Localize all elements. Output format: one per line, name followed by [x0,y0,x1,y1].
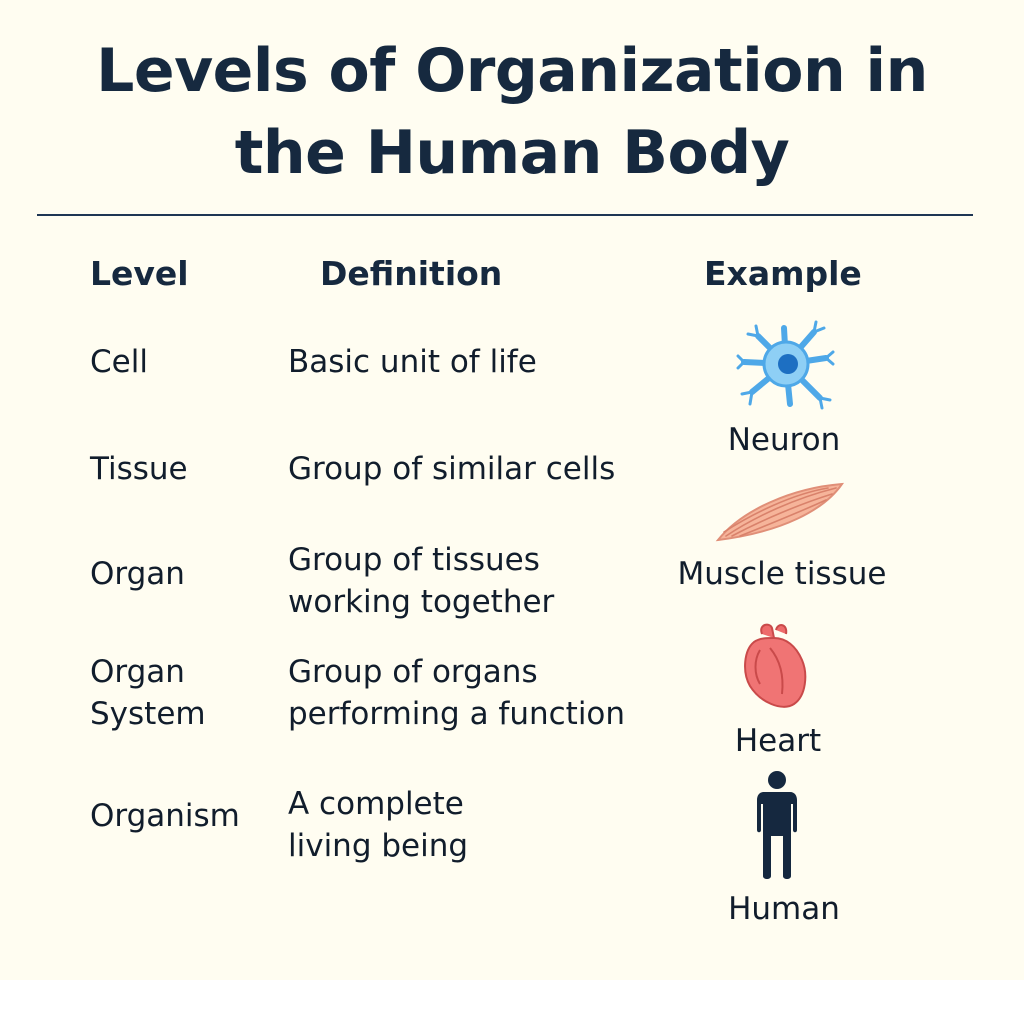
level-organ-system-line-2: System [90,696,206,732]
muscle-tissue-icon [715,482,845,542]
level-organ-system: Organ System [90,651,206,735]
definition-organism: A complete living being [288,783,468,867]
header-example: Example [704,254,862,293]
header-level: Level [90,254,189,293]
bottom-margin [0,980,1024,1024]
definition-cell: Basic unit of life [288,341,537,383]
definition-organ-system-line-1: Group of organs [288,654,538,690]
definition-organ-system: Group of organs performing a function [288,651,625,735]
definition-organ-line-2: working together [288,584,555,620]
title-line-1: Levels of Organization in [96,36,928,106]
title-divider [37,214,973,216]
level-organ-system-line-1: Organ [90,654,185,690]
definition-organ: Group of tissues working together [288,539,554,623]
level-organ: Organ [90,556,185,592]
example-heart-label: Heart [734,723,822,759]
definition-organ-line-1: Group of tissues [288,542,540,578]
example-neuron-label: Neuron [727,422,841,458]
example-muscle-tissue-label: Muscle tissue [677,556,887,592]
definition-tissue: Group of similar cells [288,448,615,490]
title-line-2: the Human Body [234,118,790,188]
definition-organism-line-1: A complete [288,786,464,822]
definition-organ-system-line-2: performing a function [288,696,626,732]
example-human-label: Human [728,891,840,927]
neuron-icon [736,320,835,410]
page-title: Levels of Organization in the Human Body [0,30,1024,194]
definition-tissue-line-1: Group of similar cells [288,451,616,487]
level-cell: Cell [90,344,148,380]
definition-cell-line-1: Basic unit of life [288,344,537,380]
level-tissue: Tissue [90,451,188,487]
human-silhouette-icon [757,771,797,879]
definition-organism-line-2: living being [288,828,469,864]
level-organism: Organism [90,798,240,834]
header-definition: Definition [320,254,503,293]
heart-icon [744,623,807,708]
